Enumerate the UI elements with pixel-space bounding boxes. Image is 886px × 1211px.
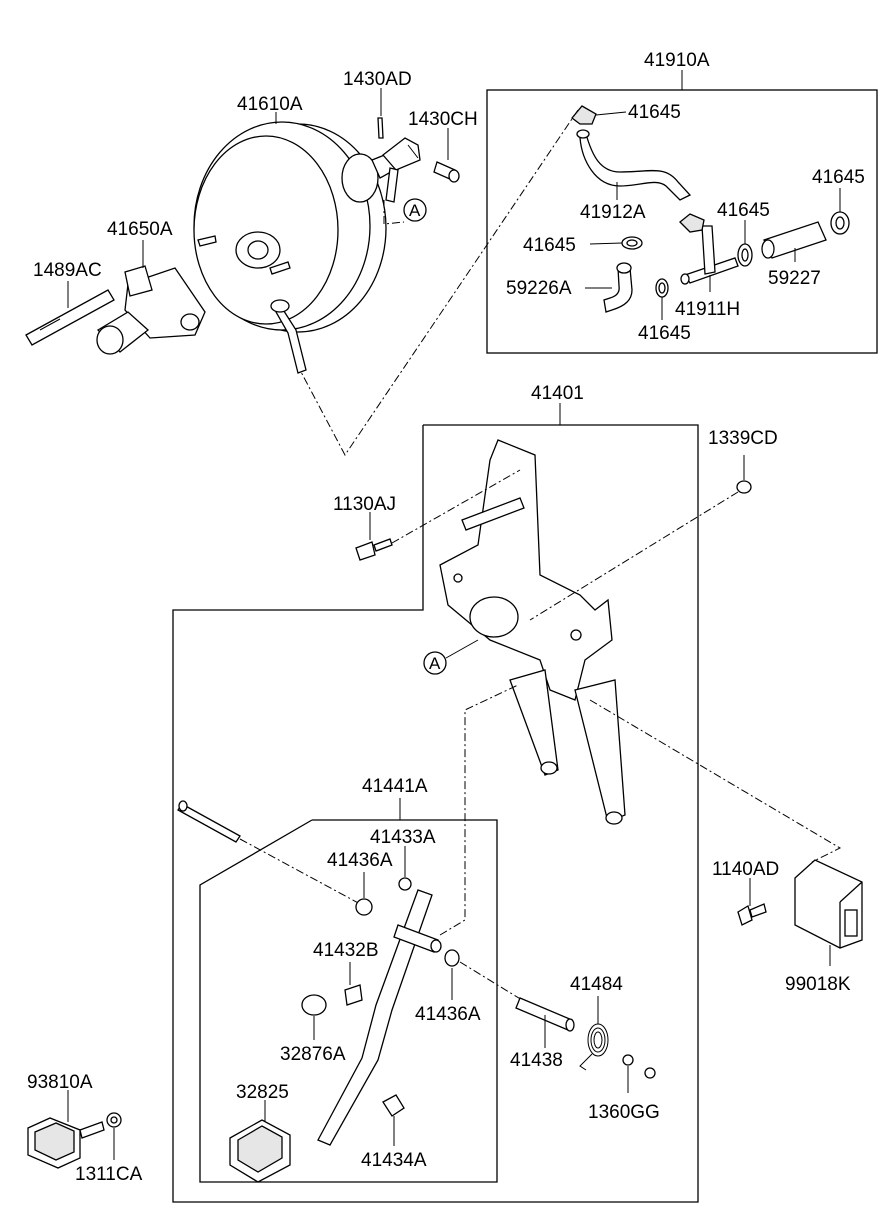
module-bolt	[737, 878, 767, 926]
t-connector	[679, 213, 739, 292]
label-41401: 41401	[531, 383, 584, 404]
brake-pedal-arm	[317, 889, 442, 1146]
pedal-shaft	[515, 997, 575, 1048]
ref-a-mid: A	[423, 639, 479, 675]
stop-lamp-switch	[27, 1090, 105, 1169]
hose-clamp-mid	[737, 220, 753, 267]
ref-a-top: A	[383, 198, 427, 225]
clevis-pin	[377, 88, 384, 139]
reservoir-bracket	[25, 281, 115, 346]
pedal-pad	[229, 1100, 291, 1183]
label-59227: 59227	[768, 268, 821, 289]
label-41645-top: 41645	[628, 102, 681, 123]
clevis-yoke	[382, 137, 421, 203]
label-1430CH: 1430CH	[408, 109, 478, 130]
label-41484: 41484	[570, 974, 623, 995]
pedal-cushion	[382, 1094, 405, 1146]
label-93810A: 93810A	[27, 1072, 93, 1093]
label-41610A: 41610A	[237, 94, 303, 115]
label-41438: 41438	[510, 1050, 563, 1071]
label-41432B: 41432B	[313, 940, 379, 961]
pedal-bushing-upper	[355, 872, 373, 916]
leader-pedal-to-bracket	[439, 684, 519, 936]
label-1140AD: 1140AD	[712, 859, 779, 880]
pedal-pivot-bolt	[177, 800, 363, 906]
leader-bracket-to-module	[589, 699, 842, 863]
pedal-bushing-lower	[444, 949, 523, 1001]
spring-nuts	[622, 1054, 656, 1093]
label-59226A: 59226A	[506, 278, 572, 299]
hose-clip-top	[571, 105, 627, 125]
stop-lamp-bracket	[344, 962, 363, 1006]
label-1489AC: 1489AC	[33, 260, 102, 281]
label-41441A: 41441A	[362, 776, 428, 797]
ref-a-top-letter: A	[409, 201, 421, 220]
return-spring	[579, 996, 609, 1071]
bracket-bolt	[355, 469, 521, 561]
pedal-bracket	[439, 439, 626, 825]
hose-kit-group: 41910A 41645 41912A 41645 59226A 4	[486, 50, 878, 354]
label-41645-left: 41645	[523, 235, 576, 256]
vacuum-hose	[579, 132, 692, 201]
label-32825: 32825	[236, 1082, 289, 1103]
label-41436A-upper: 41436A	[327, 850, 393, 871]
label-1311CA: 1311CA	[75, 1164, 143, 1185]
label-41434A: 41434A	[361, 1150, 427, 1171]
pedal-bracket-frame	[172, 424, 699, 1203]
ref-a-mid-letter: A	[429, 654, 441, 673]
label-1130AJ: 1130AJ	[333, 494, 396, 515]
label-41645-bottom: 41645	[638, 323, 691, 344]
straight-hose	[761, 221, 827, 262]
master-cylinder	[96, 240, 206, 355]
switch-nut	[106, 1112, 122, 1160]
label-99018K: 99018K	[785, 974, 851, 995]
electronic-module	[794, 859, 863, 966]
leader-hose-to-booster	[299, 109, 579, 456]
label-41645-right: 41645	[812, 167, 865, 188]
label-1360GG: 1360GG	[588, 1102, 660, 1123]
clevis-bushing	[433, 128, 460, 183]
pedal-stopper	[398, 846, 412, 891]
hose-clamp-right	[830, 188, 850, 235]
label-1339CD: 1339CD	[708, 428, 778, 449]
label-41650A: 41650A	[107, 219, 173, 240]
brake-booster	[193, 121, 399, 374]
label-41912A: 41912A	[580, 202, 646, 223]
label-32876A: 32876A	[280, 1044, 346, 1065]
hose-clamp-bottom	[655, 278, 669, 320]
label-41911H: 41911H	[675, 299, 740, 320]
hose-elbow	[603, 267, 633, 313]
label-41436A-lower: 41436A	[415, 1004, 481, 1025]
pedal-stopper-rubber	[301, 994, 327, 1040]
label-41433A: 41433A	[370, 827, 436, 848]
label-41645-mid: 41645	[717, 200, 770, 221]
label-1430AD: 1430AD	[343, 69, 412, 90]
label-41910A: 41910A	[644, 50, 710, 71]
bracket-nut	[529, 455, 752, 621]
pedal-assy-frame	[199, 819, 498, 1183]
hose-clamp-left	[589, 236, 643, 250]
